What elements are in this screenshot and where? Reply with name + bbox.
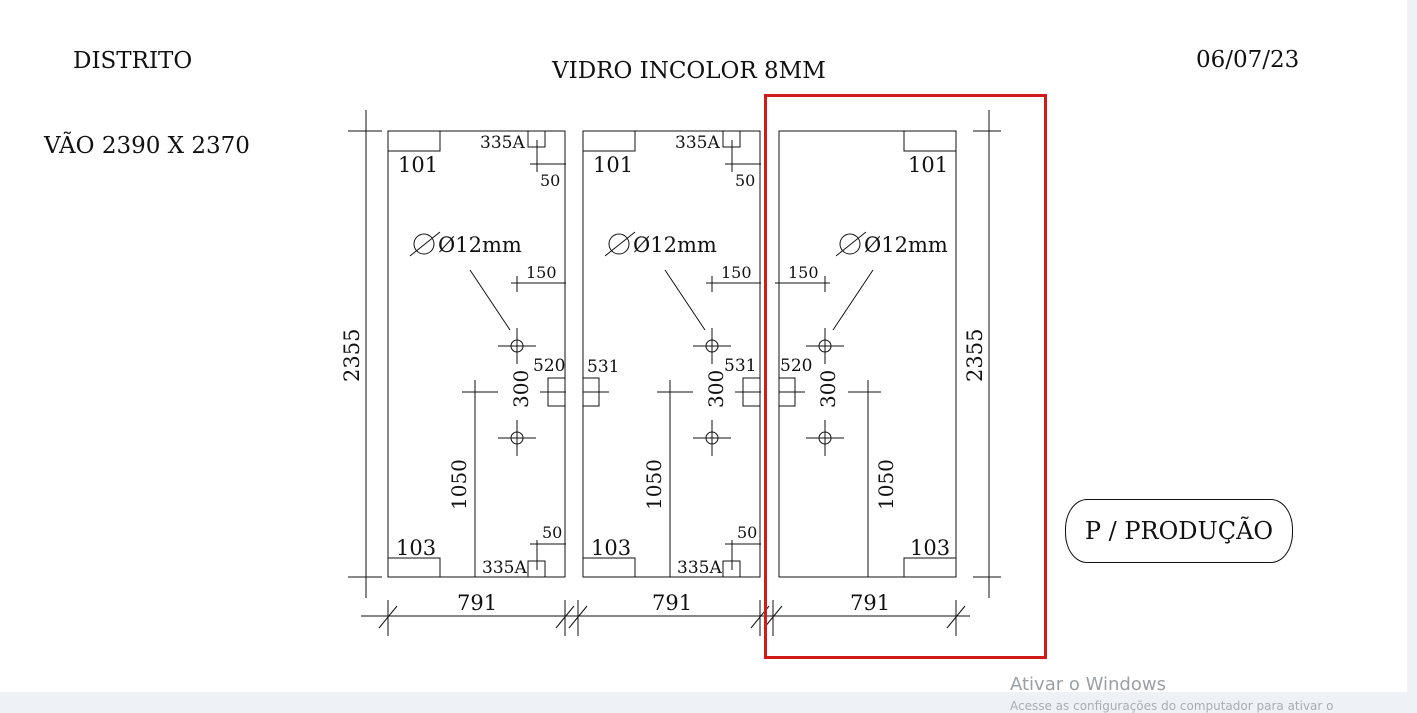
- svg-text:50: 50: [735, 171, 755, 190]
- svg-text:101: 101: [908, 153, 948, 177]
- svg-text:101: 101: [593, 153, 633, 177]
- svg-text:335A: 335A: [677, 558, 722, 578]
- opening-size: VÃO 2390 X 2370: [44, 133, 250, 159]
- technical-drawing: 101 103 335A 335A 50 50 Ø12mm 150 520 30…: [340, 110, 1001, 636]
- glass-panel-1: [387, 130, 566, 578]
- drawing-date: 06/07/23: [1196, 47, 1300, 73]
- client-name: DISTRITO: [73, 48, 193, 74]
- overall-height-left: 2355: [340, 329, 364, 382]
- svg-text:300: 300: [509, 370, 533, 408]
- svg-text:150: 150: [526, 263, 557, 282]
- svg-text:103: 103: [591, 536, 631, 560]
- svg-text:520: 520: [533, 356, 565, 376]
- svg-text:520: 520: [780, 356, 812, 376]
- corner-label-bottom-1: 103: [396, 536, 436, 560]
- svg-text:Ø12mm: Ø12mm: [633, 233, 717, 257]
- production-badge: P / PRODUÇÃO: [1065, 499, 1293, 563]
- svg-text:103: 103: [910, 536, 950, 560]
- panel-width-3: 791: [850, 591, 890, 615]
- svg-text:1050: 1050: [447, 459, 471, 510]
- panel-width-2: 791: [652, 591, 692, 615]
- panel-width-1: 791: [457, 591, 497, 615]
- windows-activation-subtitle: Acesse as configurações do computador pa…: [1010, 699, 1334, 713]
- svg-text:150: 150: [788, 263, 819, 282]
- svg-text:Ø12mm: Ø12mm: [864, 233, 948, 257]
- hinge-label-bottom-1: 335A: [482, 558, 527, 578]
- svg-text:1050: 1050: [874, 459, 898, 510]
- overall-height-right: 2355: [963, 329, 987, 382]
- hole-diameter-1: Ø12mm: [438, 233, 522, 257]
- material-title: VIDRO INCOLOR 8MM: [552, 58, 826, 84]
- svg-text:50: 50: [542, 523, 562, 542]
- svg-text:300: 300: [816, 370, 840, 408]
- svg-text:50: 50: [737, 523, 757, 542]
- svg-text:531: 531: [587, 357, 619, 377]
- svg-text:50: 50: [540, 171, 560, 190]
- selection-highlight: [764, 94, 1047, 659]
- corner-label-top-1: 101: [398, 153, 438, 177]
- corner-cutout-bottom-1: [387, 557, 441, 578]
- glass-panel-2: [582, 130, 761, 578]
- scroll-gutter: [1407, 0, 1417, 710]
- svg-text:150: 150: [721, 263, 752, 282]
- svg-text:531: 531: [724, 356, 756, 376]
- svg-text:1050: 1050: [642, 459, 666, 510]
- hinge-label-top-1: 335A: [480, 133, 525, 153]
- svg-text:300: 300: [704, 370, 728, 408]
- windows-activation-watermark: Ativar o Windows: [1010, 674, 1166, 695]
- corner-cutout-top-1: [387, 130, 441, 152]
- svg-text:335A: 335A: [675, 133, 720, 153]
